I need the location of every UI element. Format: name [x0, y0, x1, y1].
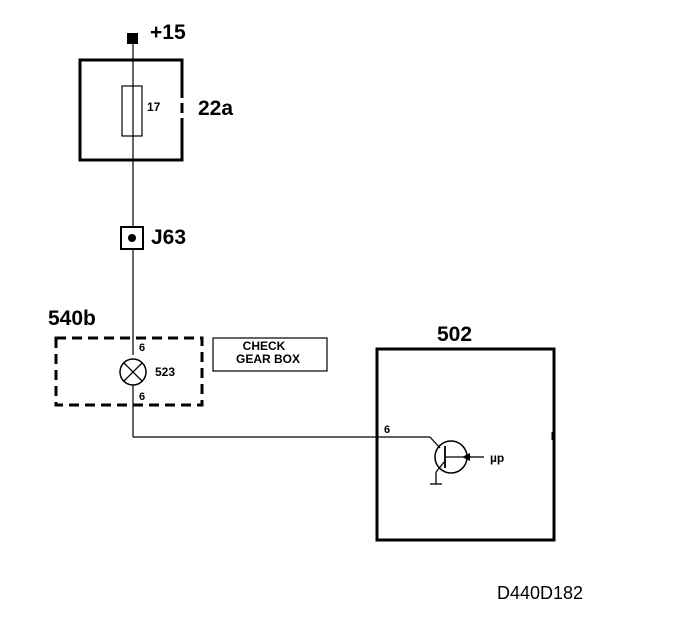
transistor-symbol: [429, 436, 484, 485]
control-unit-pin: 6: [384, 424, 390, 436]
supply-label: +15: [150, 21, 186, 44]
connector-label: J63: [151, 226, 186, 249]
instrument-cluster-frame: [54, 336, 204, 407]
fuse-box-frame: [78, 58, 184, 162]
warning-text-box: [212, 337, 328, 372]
control-unit-label: 502: [437, 323, 472, 346]
lamp-pin-bottom: 6: [139, 391, 145, 403]
cpu-input-label: µp: [490, 451, 504, 465]
supply-terminal: [127, 33, 138, 44]
fuse-symbol: [121, 85, 143, 137]
instrument-cluster-label: 540b: [48, 307, 96, 330]
connector-pin: [128, 234, 136, 242]
lamp-cross-b: [123, 362, 143, 382]
control-unit-frame: [375, 347, 556, 542]
fuse-block-label: 22a: [198, 97, 233, 120]
drawing-reference: D440D182: [497, 583, 583, 603]
lamp-number: 523: [155, 365, 175, 379]
lamp-pin-top: 6: [139, 342, 145, 354]
warning-text-line2: GEAR BOX: [236, 352, 300, 366]
fuse-number: 17: [147, 100, 161, 114]
warning-text-line1: CHECK: [243, 339, 286, 353]
